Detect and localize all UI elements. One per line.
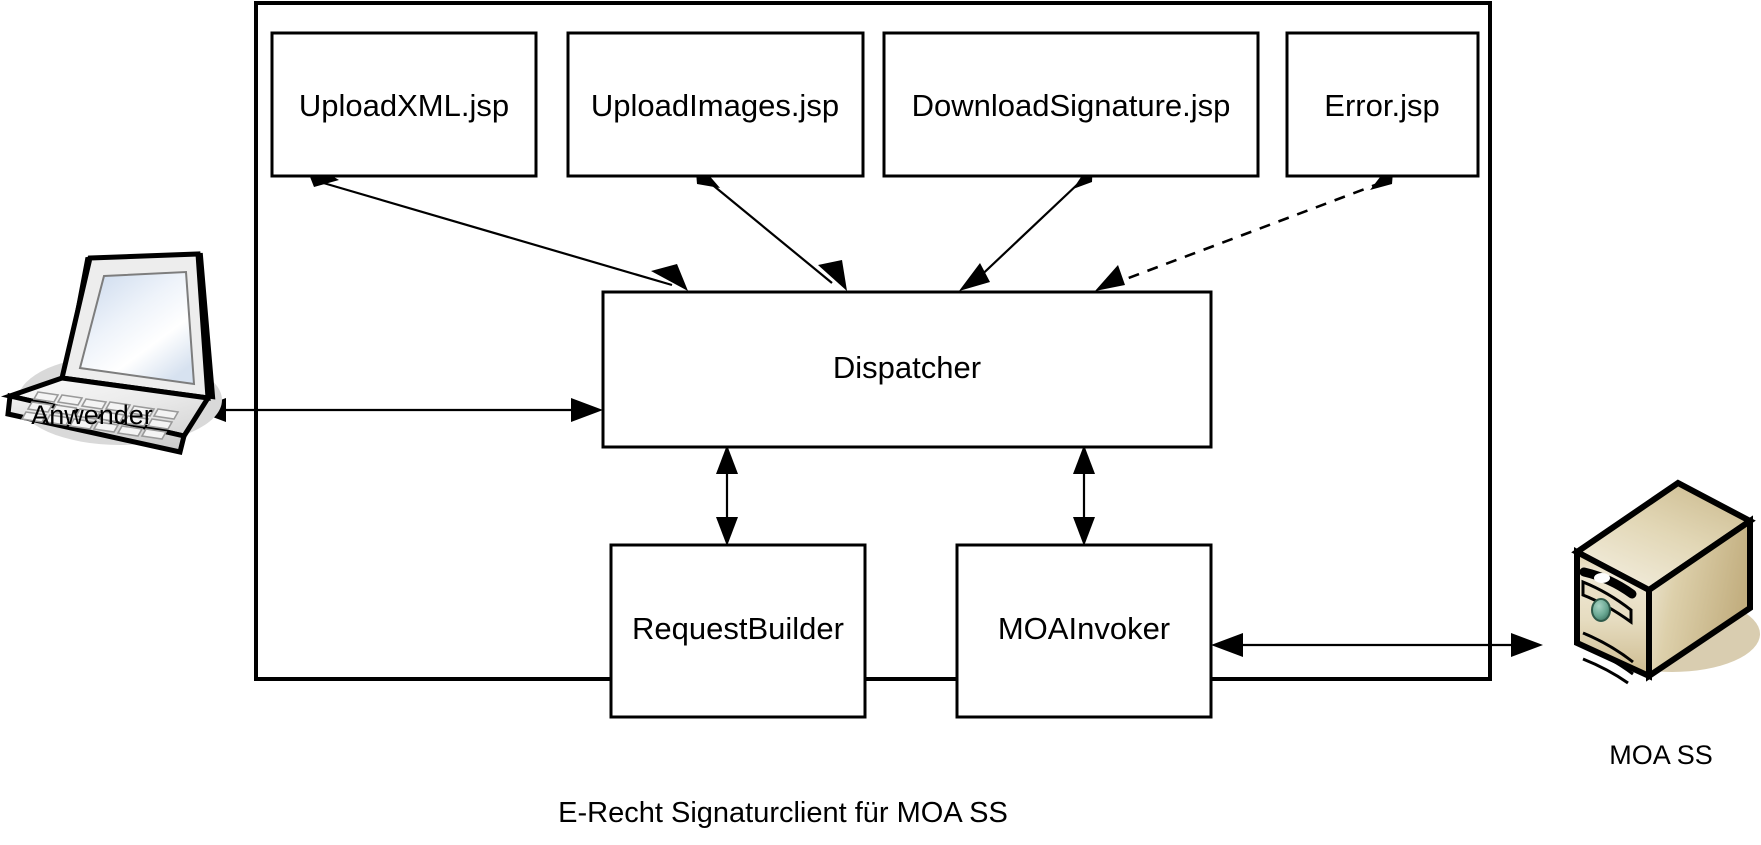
arrowhead-right xyxy=(1511,633,1543,657)
arrowhead-down xyxy=(818,260,847,291)
node-box[interactable] xyxy=(601,290,1213,449)
arrowhead-up xyxy=(716,445,738,474)
node-label: Error.jsp xyxy=(1324,88,1439,123)
node-box[interactable] xyxy=(566,31,865,178)
edge-dispatcher-requestbuilder xyxy=(716,445,738,546)
anwender-label: Anwender xyxy=(31,400,153,430)
server-side-face xyxy=(1646,515,1753,682)
node-box[interactable] xyxy=(1285,31,1480,178)
arrowhead-down xyxy=(716,517,738,546)
arrowhead-down-left xyxy=(1095,265,1125,291)
moass-label: MOA SS xyxy=(1609,740,1713,770)
server-power-led xyxy=(1591,598,1611,622)
arrowhead-down xyxy=(1073,517,1095,546)
edge-dispatcher-moainvoker xyxy=(1073,445,1095,546)
laptop-keys xyxy=(20,391,180,440)
node-label: UploadXML.jsp xyxy=(299,88,509,123)
node-label: UploadImages.jsp xyxy=(591,88,839,123)
node-uploadxml[interactable]: UploadXML.jsp xyxy=(270,31,538,178)
server-drive-button xyxy=(1594,573,1610,583)
actor-moass[interactable] xyxy=(1571,479,1760,685)
node-label: DownloadSignature.jsp xyxy=(912,88,1231,123)
node-box[interactable] xyxy=(955,543,1213,719)
node-box[interactable] xyxy=(882,31,1260,178)
node-requestbuilder[interactable]: RequestBuilder xyxy=(609,543,867,719)
server-drive-slot xyxy=(1579,567,1637,599)
laptop-screen xyxy=(78,270,196,386)
arrowhead-down xyxy=(959,263,990,291)
diagram-caption: E-Recht Signaturclient für MOA SS xyxy=(558,797,1008,829)
node-downloadsignature[interactable]: DownloadSignature.jsp xyxy=(882,31,1260,178)
node-uploadimages[interactable]: UploadImages.jsp xyxy=(566,31,865,178)
arrowhead-down xyxy=(651,264,688,291)
edge-moainvoker-moass xyxy=(1211,633,1543,657)
node-moainvoker[interactable]: MOAInvoker xyxy=(955,543,1213,719)
node-box[interactable] xyxy=(609,543,867,719)
node-label: Dispatcher xyxy=(833,350,981,385)
server-vents xyxy=(1582,631,1634,685)
arrowhead-right xyxy=(571,398,603,422)
actor-anwender[interactable]: Anwender xyxy=(0,251,222,455)
arrowhead-up xyxy=(1073,445,1095,474)
node-dispatcher[interactable]: Dispatcher xyxy=(601,290,1213,449)
node-label: RequestBuilder xyxy=(632,611,844,646)
arrowhead-left xyxy=(1211,633,1243,657)
node-label: MOAInvoker xyxy=(998,611,1170,646)
node-errorjsp[interactable]: Error.jsp xyxy=(1285,31,1480,178)
node-box[interactable] xyxy=(270,31,538,178)
